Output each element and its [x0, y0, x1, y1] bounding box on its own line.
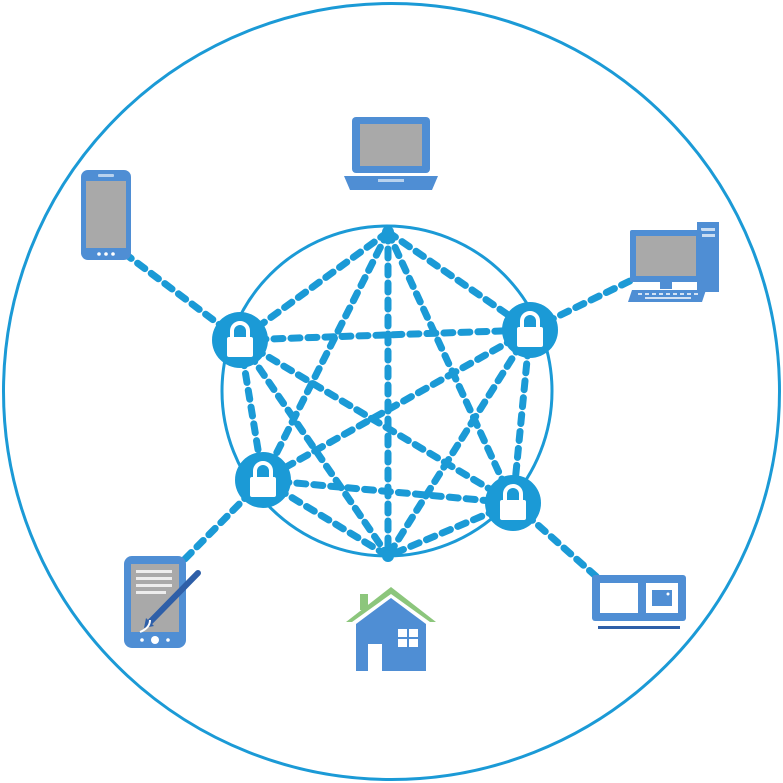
lock-icon — [212, 312, 268, 368]
mesh-link — [259, 476, 517, 507]
device-links — [124, 252, 644, 582]
tablet-stylus-icon — [124, 556, 201, 648]
mesh-link — [236, 336, 517, 507]
mesh-link — [384, 228, 517, 507]
mesh-link — [236, 326, 534, 344]
mesh-link — [384, 326, 534, 560]
laptop-icon — [344, 117, 438, 190]
lock-icon — [235, 452, 291, 508]
mesh-link — [259, 228, 392, 484]
mesh-node-top — [382, 226, 394, 238]
lock-icon — [502, 302, 558, 358]
smartphone-icon — [81, 170, 131, 260]
media-device-icon — [592, 575, 686, 629]
mesh-links — [236, 228, 534, 560]
lock-icon — [485, 475, 541, 531]
desktop-computer-icon — [628, 222, 719, 302]
mesh-link — [384, 228, 534, 334]
mesh-node-bottom — [382, 550, 394, 562]
mesh-link — [259, 326, 534, 484]
mesh-link — [236, 228, 392, 344]
mesh-link — [509, 326, 534, 507]
house-icon — [346, 587, 436, 671]
